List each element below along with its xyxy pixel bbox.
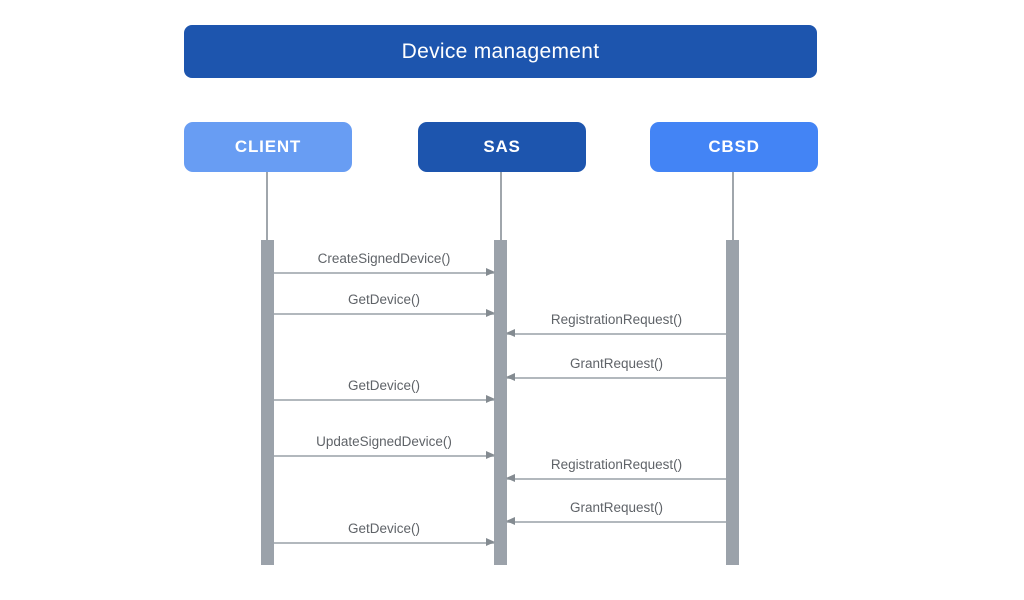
arrow-line	[506, 373, 726, 381]
message-label: GrantRequest()	[569, 500, 664, 515]
arrow-line	[506, 517, 726, 525]
actor-label-cbsd: CBSD	[708, 137, 760, 156]
diagram-title: Device management	[401, 39, 600, 63]
lifeline-cbsd	[732, 172, 734, 240]
arrow-left-icon	[506, 373, 515, 381]
message-label: RegistrationRequest()	[550, 312, 683, 327]
arrow-right-icon	[486, 309, 495, 317]
message-label: GetDevice()	[347, 292, 420, 307]
arrow-right-icon	[486, 538, 495, 546]
message-label: RegistrationRequest()	[550, 457, 683, 472]
message-label: GrantRequest()	[569, 356, 664, 371]
arrow-left-icon	[506, 329, 515, 337]
actor-box-cbsd: CBSD	[650, 122, 818, 172]
message-label: UpdateSignedDevice()	[316, 434, 452, 449]
actor-label-client: CLIENT	[234, 137, 302, 156]
activation-bar-client	[261, 240, 274, 565]
diagram-title-banner: Device management	[184, 25, 817, 78]
arrow-line	[506, 329, 726, 337]
lifeline-client	[266, 172, 268, 240]
message-label: GetDevice()	[347, 378, 420, 393]
arrow-left-icon	[506, 474, 515, 482]
lifeline-sas	[500, 172, 502, 240]
arrow-right-icon	[486, 395, 495, 403]
actor-box-client: CLIENT	[184, 122, 352, 172]
arrow-line	[274, 268, 495, 276]
arrow-line	[274, 451, 495, 459]
activation-bar-cbsd	[726, 240, 739, 565]
arrow-right-icon	[486, 451, 495, 459]
arrow-line	[274, 309, 495, 317]
message-label: CreateSignedDevice()	[317, 251, 451, 266]
message-label: GetDevice()	[347, 521, 420, 536]
actor-box-sas: SAS	[418, 122, 586, 172]
arrow-left-icon	[506, 517, 515, 525]
activation-bar-sas	[494, 240, 507, 565]
arrow-line	[274, 538, 495, 546]
arrow-line	[506, 474, 726, 482]
arrow-right-icon	[486, 268, 495, 276]
actor-label-sas: SAS	[483, 137, 521, 156]
arrow-line	[274, 395, 495, 403]
